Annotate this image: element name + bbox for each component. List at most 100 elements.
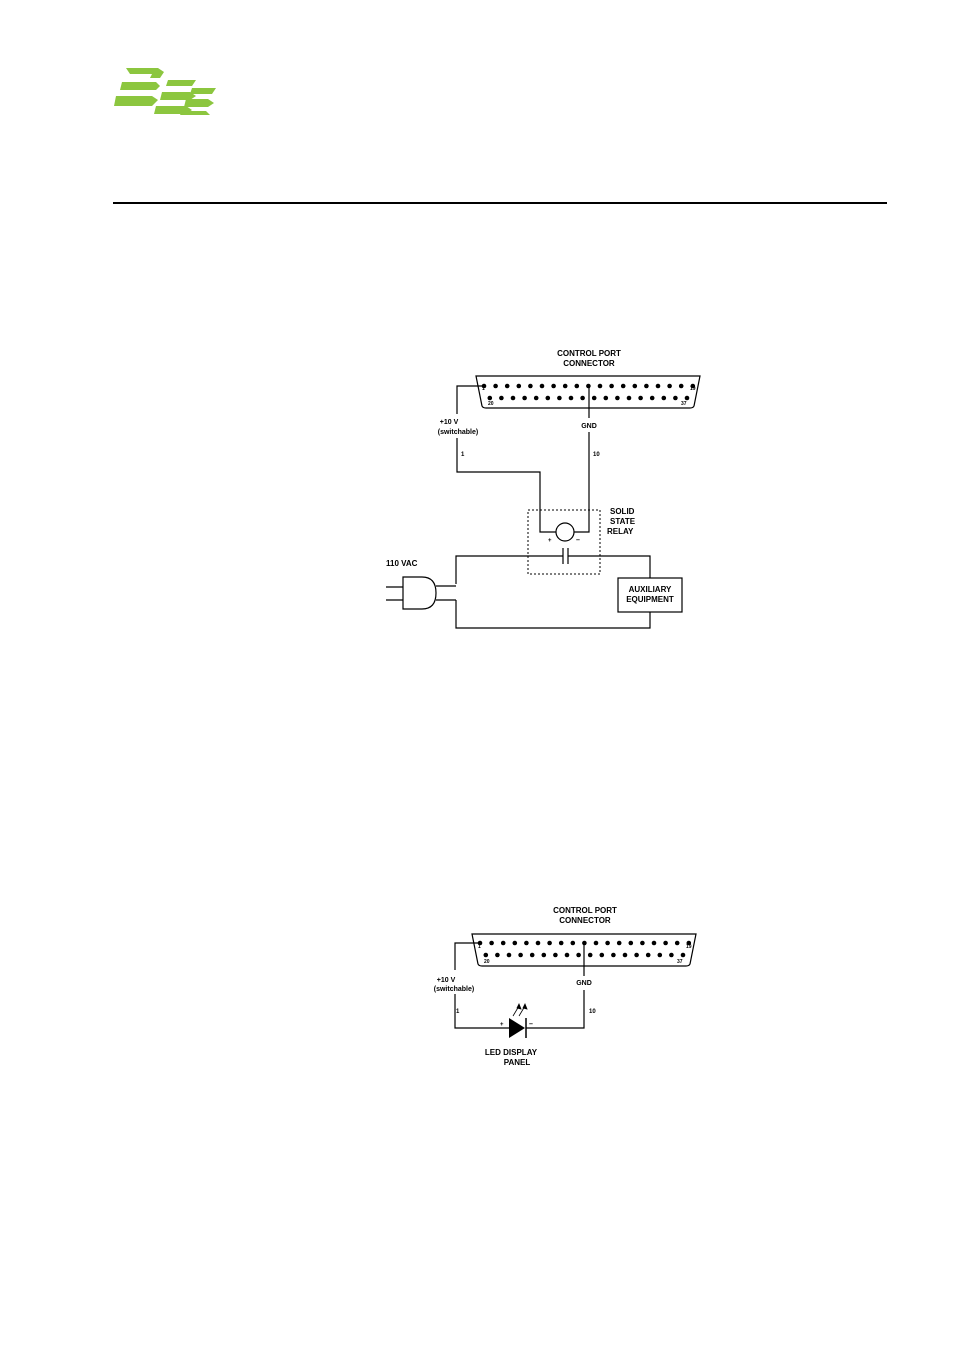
connector-pin bbox=[489, 940, 494, 946]
connector-pin bbox=[506, 952, 512, 958]
connector-pin bbox=[644, 383, 649, 389]
connector-pin bbox=[622, 952, 628, 958]
led-light-arrows-icon bbox=[512, 1003, 528, 1017]
pin-label-10: 10 bbox=[589, 1009, 596, 1015]
relay-plus: + bbox=[548, 538, 552, 544]
connector-pin bbox=[640, 940, 645, 946]
connector-pin bbox=[603, 395, 609, 401]
switchable-label: (switchable) bbox=[434, 986, 474, 993]
connector-pin bbox=[574, 383, 580, 389]
connector-pin bbox=[510, 395, 516, 401]
connector-pin bbox=[615, 395, 620, 401]
connector-pin bbox=[597, 383, 603, 389]
mains-plug bbox=[402, 576, 437, 610]
wire-gnd-to-relay bbox=[574, 432, 590, 533]
connector-title-line1: CONTROL PORT bbox=[557, 349, 621, 358]
relay-label-line3: RELAY bbox=[607, 527, 634, 536]
auxiliary-equipment-box bbox=[617, 577, 683, 613]
connector-pin bbox=[673, 395, 678, 401]
gnd-label: GND bbox=[581, 423, 597, 430]
connector-pin bbox=[516, 383, 522, 389]
connector-pin bbox=[551, 383, 556, 389]
connector-pin bbox=[562, 383, 568, 389]
connector-pin bbox=[522, 395, 527, 401]
pin-number-20: 20 bbox=[488, 401, 494, 407]
wire-pin1 bbox=[456, 385, 483, 414]
connector-pin bbox=[533, 395, 539, 401]
connector-pin bbox=[487, 395, 493, 401]
connector-pin bbox=[634, 952, 639, 958]
connector-pin bbox=[684, 395, 690, 401]
connector-pin bbox=[528, 383, 533, 389]
pin-label-10: 10 bbox=[593, 452, 600, 458]
connector-pin bbox=[524, 940, 529, 946]
bss-logo bbox=[114, 68, 216, 115]
relay-coil bbox=[555, 522, 575, 542]
connector-pin bbox=[628, 940, 634, 946]
pin-number-1: 1 bbox=[478, 944, 481, 950]
connector-pin bbox=[493, 383, 498, 389]
connector-pin bbox=[680, 952, 686, 958]
connector-pin bbox=[678, 383, 684, 389]
connector-pins bbox=[481, 383, 696, 401]
relay-label-line2: STATE bbox=[610, 517, 636, 526]
connector-pin bbox=[620, 383, 626, 389]
connector-pins bbox=[477, 940, 692, 958]
switchable-label: (switchable) bbox=[438, 429, 478, 436]
wire-mains-top bbox=[455, 555, 563, 584]
connector-pin bbox=[674, 940, 680, 946]
relay-wiring-diagram: CONTROL PORT CONNECTOR 1 19 20 37 +10 V … bbox=[386, 349, 701, 629]
pin-number-1: 1 bbox=[482, 386, 485, 392]
connector-pin bbox=[518, 952, 523, 958]
pin-number-20: 20 bbox=[484, 959, 490, 965]
wire-mains-top-right bbox=[568, 555, 651, 578]
connector-pin bbox=[593, 940, 599, 946]
mains-label: 110 VAC bbox=[386, 559, 418, 568]
connector-pin bbox=[651, 940, 657, 946]
connector-pin bbox=[483, 952, 489, 958]
connector-pin bbox=[605, 940, 610, 946]
connector-pin bbox=[477, 940, 483, 946]
wire-pin1-to-relay bbox=[456, 438, 556, 533]
header-rule bbox=[113, 202, 887, 204]
led-plus: + bbox=[500, 1022, 504, 1028]
connector-pin bbox=[663, 940, 668, 946]
connector-pin bbox=[626, 395, 632, 401]
led-label-line2: PANEL bbox=[504, 1058, 531, 1067]
connector-pin bbox=[587, 952, 593, 958]
connector-pin bbox=[568, 395, 574, 401]
led-diode-symbol bbox=[509, 1018, 525, 1038]
connector-pin bbox=[545, 395, 551, 401]
wire-pin1-to-led bbox=[454, 994, 509, 1029]
relay-label-line1: SOLID bbox=[610, 507, 635, 516]
connector-pin bbox=[611, 952, 616, 958]
wire-pin1 bbox=[454, 942, 479, 970]
relay-boundary bbox=[527, 509, 601, 575]
connector-pin bbox=[609, 383, 614, 389]
connector-pin bbox=[499, 395, 504, 401]
voltage-label: +10 V bbox=[437, 977, 456, 984]
relay-minus: – bbox=[576, 537, 580, 544]
aux-label-line1: AUXILIARY bbox=[629, 585, 672, 594]
connector-pin bbox=[539, 383, 545, 389]
connector-pin bbox=[541, 952, 547, 958]
connector-pin bbox=[649, 395, 655, 401]
connector-pin bbox=[669, 952, 674, 958]
connector-pin bbox=[564, 952, 570, 958]
connector-title-line2: CONNECTOR bbox=[559, 916, 611, 925]
aux-label-line2: EQUIPMENT bbox=[626, 595, 674, 604]
connector-pin bbox=[512, 940, 518, 946]
connector-title-line1: CONTROL PORT bbox=[553, 906, 617, 915]
connector-pin bbox=[632, 383, 638, 389]
led-minus: – bbox=[529, 1021, 533, 1028]
wire-gnd-to-led bbox=[526, 990, 585, 1029]
connector-pin bbox=[580, 395, 585, 401]
db37-connector-shell bbox=[475, 375, 701, 409]
connector-pin bbox=[657, 952, 663, 958]
led-label-line1: LED DISPLAY bbox=[485, 1048, 538, 1057]
connector-pin bbox=[599, 952, 605, 958]
gnd-label: GND bbox=[576, 980, 592, 987]
connector-pin bbox=[570, 940, 576, 946]
connector-pin bbox=[535, 940, 541, 946]
